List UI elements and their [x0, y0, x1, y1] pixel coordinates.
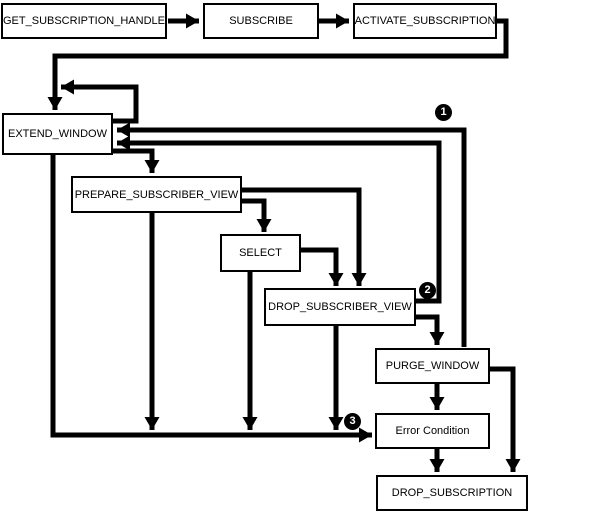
- edge-select-to-dropview: [301, 247, 344, 287]
- node-label: ACTIVATE_SUBSCRIPTION: [354, 15, 496, 27]
- edge-extend-to-error: [50, 155, 373, 443]
- node-label: DROP_SUBSCRIPTION: [391, 487, 513, 499]
- node-get-subscription-handle: GET_SUBSCRIPTION_HANDLE: [1, 3, 167, 39]
- node-label: PURGE_WINDOW: [385, 360, 480, 372]
- edge-dropview-to-purge: [416, 314, 445, 346]
- node-label: DROP_SUBSCRIBER_VIEW: [268, 301, 412, 313]
- badge-3: 3: [344, 413, 361, 430]
- node-label: PREPARE_SUBSCRIBER_VIEW: [74, 188, 239, 201]
- edge-purge-to-dropsub: [490, 366, 521, 473]
- edge-purge-to-extend: [116, 122, 467, 347]
- edge-prepare-to-select: [242, 198, 272, 233]
- edge-prepare-to-dropview: [242, 187, 367, 287]
- edge-dropview-to-extend: [116, 135, 442, 304]
- node-select: SELECT: [220, 234, 301, 272]
- badge-1: 1: [435, 104, 452, 121]
- node-label: SELECT: [239, 247, 282, 259]
- edge-extend-to-prepare: [113, 148, 160, 174]
- node-subscribe: SUBSCRIBE: [203, 3, 319, 39]
- node-label: SUBSCRIBE: [229, 15, 293, 27]
- badge-2: 2: [419, 282, 436, 299]
- node-label: EXTEND_WINDOW: [8, 128, 107, 140]
- node-drop-subscriber-view: DROP_SUBSCRIBER_VIEW: [264, 288, 416, 326]
- node-label: Error Condition: [395, 425, 470, 437]
- node-error-condition: Error Condition: [375, 413, 490, 449]
- edge-activate-to-extend: [47, 18, 509, 111]
- node-prepare-subscriber-view: PREPARE_SUBSCRIBER_VIEW: [71, 176, 242, 213]
- edge-extend-self-loop: [60, 79, 139, 124]
- node-drop-subscription: DROP_SUBSCRIPTION: [376, 475, 528, 511]
- node-purge-window: PURGE_WINDOW: [375, 348, 490, 384]
- node-extend-window: EXTEND_WINDOW: [2, 113, 113, 155]
- node-activate-subscription: ACTIVATE_SUBSCRIPTION: [353, 3, 497, 39]
- node-label: GET_SUBSCRIPTION_HANDLE: [3, 15, 165, 27]
